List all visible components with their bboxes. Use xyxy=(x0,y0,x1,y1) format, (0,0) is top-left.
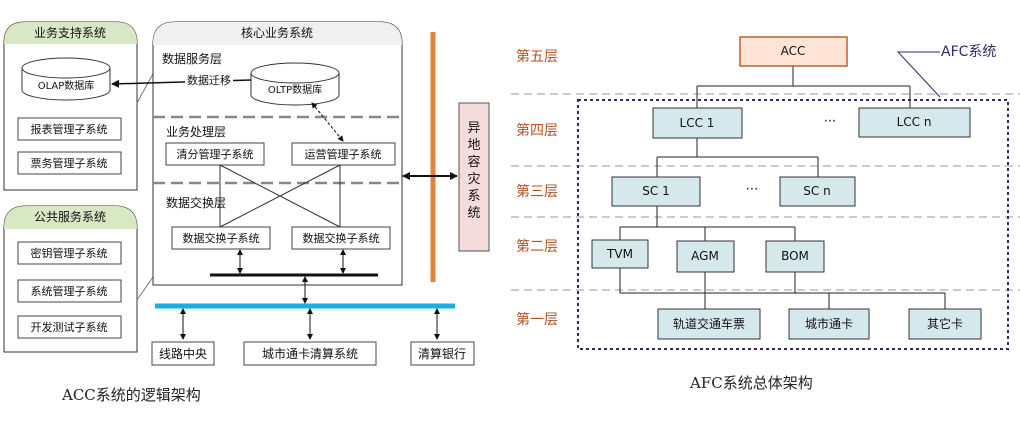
olap-database-cylinder xyxy=(21,57,111,101)
city-card-node xyxy=(788,308,870,340)
report-subsystem-label: 报表管理子系统 xyxy=(30,123,108,136)
sc-n-label: SC n xyxy=(803,184,831,198)
lcc-1-node xyxy=(652,107,743,139)
acc-node xyxy=(739,36,848,67)
disaster-recovery-box xyxy=(458,102,490,252)
afc-system-frame xyxy=(577,99,1009,350)
level-4-label: 第四层 xyxy=(516,123,558,139)
operation-subsystem-label: 运营管理子系统 xyxy=(304,148,382,161)
sc-1-node xyxy=(611,176,701,207)
rail-ticket-node xyxy=(657,308,761,340)
sc-n-node xyxy=(779,176,856,207)
devtest-subsystem-label: 开发测试子系统 xyxy=(30,321,108,334)
city-card-label: 城市通卡 xyxy=(804,317,854,331)
lcc-n-label: LCC n xyxy=(896,115,932,129)
bom-node xyxy=(765,240,825,273)
left-caption: ACC系统的逻辑架构 xyxy=(62,386,201,404)
biz-support-title: 业务支持系统 xyxy=(33,26,107,40)
afc-system-label: AFC系统 xyxy=(941,44,997,60)
clearing-subsystem-box xyxy=(165,142,265,166)
sysadmin-subsystem-box xyxy=(17,279,122,303)
business-layer-label: 业务处理层 xyxy=(166,125,227,139)
line-central-label: 线路中央 xyxy=(158,347,208,361)
tvm-node xyxy=(591,239,649,269)
ticket-subsystem-label: 票务管理子系统 xyxy=(30,157,108,170)
level-1-label: 第一层 xyxy=(516,312,558,328)
oltp-label: OLTP数据库 xyxy=(267,85,323,96)
lcc-n-node xyxy=(858,107,971,138)
other-card-label: 其它卡 xyxy=(926,317,964,331)
lcc-1-label: LCC 1 xyxy=(679,116,715,130)
level-2-label: 第二层 xyxy=(516,239,558,255)
data-service-layer-label: 数据服务层 xyxy=(162,52,223,66)
line-central-box xyxy=(151,341,215,366)
other-card-node xyxy=(908,308,982,340)
oltp-database-cylinder xyxy=(250,62,340,106)
tvm-label: TVM xyxy=(607,247,633,261)
city-card-clearing-box xyxy=(243,341,377,366)
exchange-layer-label: 数据交换层 xyxy=(166,196,227,210)
public-service-title: 公共服务系统 xyxy=(33,210,107,224)
devtest-subsystem-box xyxy=(17,315,122,339)
exchange-subsystem-1-label: 数据交换子系统 xyxy=(182,232,260,245)
city-card-clearing-label: 城市通卡清算系统 xyxy=(261,347,359,361)
clearing-subsystem-label: 清分管理子系统 xyxy=(176,148,254,161)
lcc-ellipsis: ··· xyxy=(823,114,837,130)
clearing-bank-box xyxy=(410,341,475,366)
sc-ellipsis: ··· xyxy=(745,182,759,198)
right-caption: AFC系统总体架构 xyxy=(690,374,813,392)
agm-label: AGM xyxy=(691,249,719,263)
olap-label: OLAP数据库 xyxy=(37,81,95,92)
acc-label: ACC xyxy=(780,44,806,58)
level-5-label: 第五层 xyxy=(516,49,558,65)
sc-1-label: SC 1 xyxy=(642,184,670,198)
key-subsystem-label: 密钥管理子系统 xyxy=(30,247,108,260)
agm-node xyxy=(676,240,735,273)
disaster-recovery-label: 异地容灾系统 xyxy=(467,121,481,221)
exchange-subsystem-2-label: 数据交换子系统 xyxy=(302,232,380,245)
report-subsystem-box xyxy=(17,117,122,141)
bom-label: BOM xyxy=(781,249,809,263)
rail-ticket-label: 轨道交通车票 xyxy=(672,317,746,331)
operation-subsystem-box xyxy=(291,142,396,166)
migration-label: 数据迁移 xyxy=(185,74,233,87)
exchange-subsystem-1-box xyxy=(171,226,271,250)
afc-tree-lines xyxy=(619,66,946,309)
ticket-subsystem-box xyxy=(17,151,122,175)
core-title: 核心业务系统 xyxy=(240,26,314,40)
clearing-bank-label: 清算银行 xyxy=(417,347,467,361)
level-3-label: 第三层 xyxy=(516,184,558,200)
key-subsystem-box xyxy=(17,241,122,265)
sysadmin-subsystem-label: 系统管理子系统 xyxy=(30,285,108,298)
